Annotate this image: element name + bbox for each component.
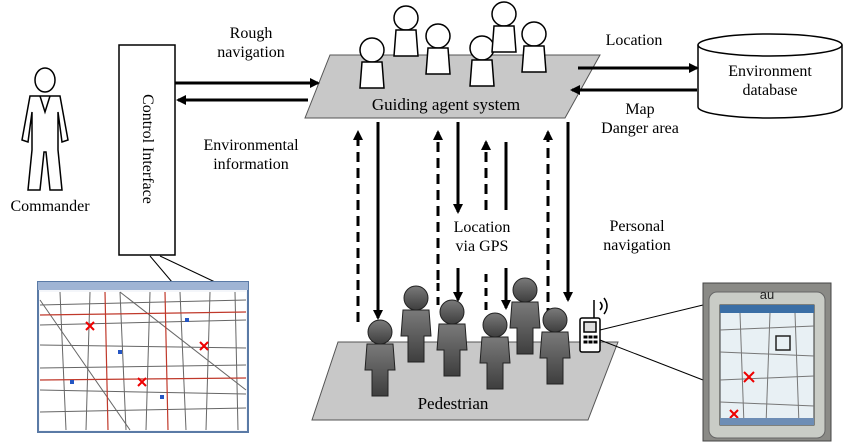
pedestrian-icon	[539, 307, 571, 385]
control-interface-box	[118, 44, 176, 256]
pedestrian-icon	[479, 312, 511, 390]
phone-screenshot	[702, 282, 832, 442]
environment-database-icon	[697, 33, 843, 119]
agent-icon	[393, 5, 419, 57]
pedestrian-label: Pedestrian	[417, 394, 489, 413]
agent-icon	[521, 21, 547, 73]
vertical-arrows	[353, 122, 573, 322]
control-interface-label: Control Interface	[139, 94, 156, 204]
pedestrian-icon	[436, 299, 468, 377]
agent-icons	[359, 1, 547, 89]
pedestrian-icon	[509, 277, 541, 355]
mobile-phone-icon	[579, 297, 608, 353]
personal-navigation-label: Personal navigation	[603, 218, 671, 254]
agent-icon	[425, 23, 451, 75]
phone-brand-label: au	[759, 287, 775, 302]
environment-database-label: Environment database	[728, 63, 812, 99]
map-callout	[149, 255, 216, 283]
agent-icon	[469, 35, 495, 87]
map-screenshot	[37, 281, 249, 433]
location-via-gps-label: Location via GPS	[453, 219, 511, 255]
commander-icon	[21, 67, 69, 191]
pedestrian-icons	[364, 277, 571, 397]
environmental-information-label: Environmental information	[203, 137, 299, 173]
guiding-agent-system-label: Guiding agent system	[371, 95, 521, 114]
agent-icon	[359, 37, 385, 89]
location-label: Location	[605, 32, 663, 49]
commander-label: Commander	[10, 198, 90, 215]
map-danger-area-label: Map Danger area	[601, 101, 679, 137]
pedestrian-icon	[400, 285, 432, 363]
agent-icon	[491, 1, 517, 53]
phone-callout	[599, 304, 704, 381]
pedestrian-icon	[364, 319, 396, 397]
rough-navigation-label: Rough navigation	[217, 25, 285, 61]
